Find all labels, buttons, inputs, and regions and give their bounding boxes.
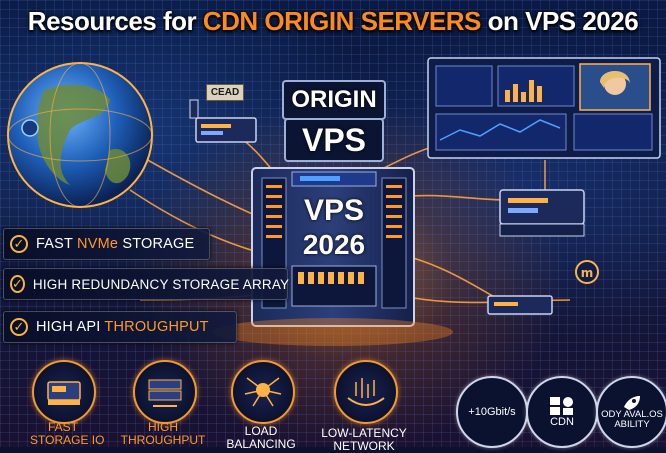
feature-text: FAST NVMe STORAGE bbox=[36, 236, 195, 252]
check-icon: ✓ bbox=[10, 275, 25, 293]
globe-icon bbox=[7, 62, 153, 208]
feature-item-nvme: ✓ FAST NVMe STORAGE bbox=[3, 228, 210, 260]
feature-item-redundancy: ✓ HIGH REDUNDANCY STORAGE ARRAY bbox=[3, 268, 290, 300]
low-latency-icon bbox=[334, 360, 398, 424]
cdn-icon bbox=[550, 397, 573, 415]
vps-label: VPS bbox=[284, 118, 384, 162]
router-icon bbox=[487, 295, 553, 315]
feature-item-api: ✓ HIGH API THROUGHPUT bbox=[3, 311, 237, 343]
dashboard-panel-icon bbox=[427, 57, 661, 159]
cdn-badge: CDN bbox=[526, 376, 598, 448]
page-title: Resources for CDN ORIGIN SERVERS on VPS … bbox=[0, 6, 666, 37]
origin-label: ORIGIN bbox=[282, 80, 386, 120]
rocket-icon bbox=[624, 396, 640, 410]
title-part2: on VPS 2026 bbox=[480, 6, 639, 36]
load-balancing-icon bbox=[231, 360, 295, 424]
check-icon: ✓ bbox=[10, 235, 28, 253]
storage-io-icon bbox=[32, 360, 96, 424]
feature-text: HIGH REDUNDANCY STORAGE ARRAY bbox=[32, 276, 290, 292]
server-rack-icon bbox=[213, 167, 453, 346]
edge-server-icon bbox=[499, 189, 585, 237]
title-part1: Resources for bbox=[27, 6, 203, 36]
title-highlight: CDN ORIGIN SERVERS bbox=[202, 6, 482, 36]
small-server-badge: CEAD bbox=[206, 84, 244, 101]
availability-badge: ODY AVAL.OS ABILITY bbox=[596, 376, 666, 448]
svg-text:m: m bbox=[581, 266, 594, 280]
rack-label-line2: 2026 bbox=[302, 229, 366, 260]
rack-label-line1: VPS bbox=[303, 194, 365, 227]
check-icon: ✓ bbox=[10, 318, 28, 336]
small-server-icon bbox=[189, 99, 257, 143]
bandwidth-badge: +10Gbit/s bbox=[456, 376, 528, 448]
feature-text: HIGH API THROUGHPUT bbox=[36, 319, 209, 335]
link-badge-icon: m bbox=[575, 260, 599, 284]
throughput-icon bbox=[133, 360, 197, 424]
